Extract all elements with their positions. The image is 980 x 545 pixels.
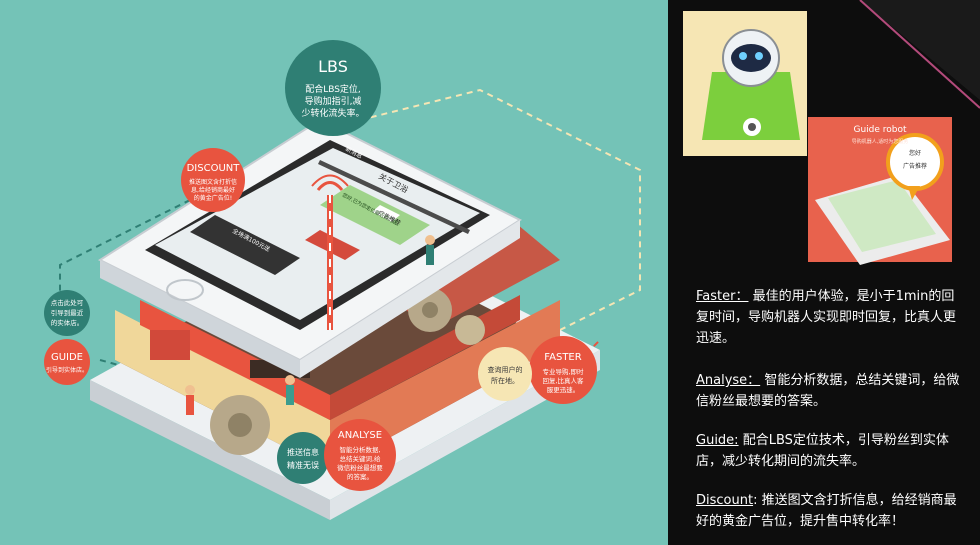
analyse-line-1: 智能分析数据, xyxy=(339,445,380,454)
lbs-line-1: 配合LBS定位, xyxy=(305,83,361,95)
faster-line-3: 服更迅速。 xyxy=(547,386,580,394)
faster-line-2: 回复,比真人客 xyxy=(542,376,584,385)
guide-robot-card: Guide robot 导购机器人,适时为您服务 您好 广告推荐 xyxy=(808,117,952,265)
feature-analyse-text: 智能分析数据，总结关键词，给微信粉丝最想要的答案。 xyxy=(696,373,960,409)
faster-title: FASTER xyxy=(544,352,581,363)
feature-discount-key: Discount xyxy=(696,493,754,508)
lbs-title: LBS xyxy=(318,57,348,76)
analyse-line-4: 的答案。 xyxy=(347,472,373,481)
feature-guide-text: 配合LBS定位技术，引导粉丝到实体店，减少转化期间的流失率。 xyxy=(696,433,949,469)
guide-robot-tag-1: 您好 xyxy=(909,149,921,157)
feature-analyse-key: Analyse： xyxy=(696,373,761,388)
guide-pointer-bubble: 点击此处可 引导到最近 的实体店。 xyxy=(44,290,90,336)
discount-line-1: 推送图文含打折信 xyxy=(189,178,237,186)
lbs-line-2: 导购加指引,减 xyxy=(305,95,362,107)
discount-line-3: 的黄金广告位! xyxy=(194,194,232,202)
people-figures xyxy=(185,235,435,415)
guide-robot-title: Guide robot xyxy=(853,125,907,135)
panel-diagonal-band xyxy=(860,0,980,100)
push-info-bubble: 推送信息 精准无误 xyxy=(277,432,329,484)
lbs-bubble: LBS 配合LBS定位, 导购加指引,减 少转化流失率。 xyxy=(285,40,381,136)
analyse-line-2: 总结关键词,给 xyxy=(339,454,381,463)
guide-pointer-line-3: 的实体店。 xyxy=(51,318,84,327)
feature-faster-key: Faster： xyxy=(696,289,749,304)
robot-card xyxy=(683,11,807,156)
user-location-line-1: 查询用户的 xyxy=(488,365,523,374)
faster-bubble: FASTER 专业导购,即时 回复,比真人客 服更迅速。 xyxy=(529,336,597,404)
faster-line-1: 专业导购,即时 xyxy=(542,367,584,376)
guide-line-1: 引导到实体店。 xyxy=(46,366,88,374)
feature-guide-key: Guide: xyxy=(696,433,739,448)
gear-decorations xyxy=(210,288,485,455)
feature-discount: Discount: 推送图文含打折信息，给经销商最好的黄金广告位，提升售中转化率… xyxy=(696,490,966,532)
analyse-line-3: 微信粉丝最想要 xyxy=(337,463,383,472)
guide-robot-subtitle: 导购机器人,适时为您服务 xyxy=(852,138,909,145)
guide-bubble: GUIDE 引导到实体店。 xyxy=(44,339,90,385)
feature-faster: Faster： 最佳的用户体验，是小于1min的回复时间，导购机器人实现即时回复… xyxy=(696,286,966,349)
signal-antenna xyxy=(311,174,349,330)
discount-line-2: 息,给经销商最好 xyxy=(191,186,235,194)
panel-diagonal-line xyxy=(859,0,980,109)
guide-title: GUIDE xyxy=(51,352,83,363)
feature-analyse: Analyse： 智能分析数据，总结关键词，给微信粉丝最想要的答案。 xyxy=(696,370,966,412)
guide-pointer-line-2: 引导到最近 xyxy=(51,308,84,317)
analyse-title: ANALYSE xyxy=(338,430,382,441)
guide-pointer-line-1: 点击此处可 xyxy=(51,298,84,307)
lbs-line-3: 少转化流失率。 xyxy=(301,107,364,119)
discount-bubble: DISCOUNT 推送图文含打折信 息,给经销商最好 的黄金广告位! xyxy=(181,148,245,212)
push-line-1: 推送信息 xyxy=(287,447,319,457)
analyse-bubble: ANALYSE 智能分析数据, 总结关键词,给 微信粉丝最想要 的答案。 xyxy=(324,419,396,491)
feature-discount-text: : 推送图文含打折信息，给经销商最好的黄金广告位，提升售中转化率！ xyxy=(696,493,957,529)
push-line-2: 精准无误 xyxy=(287,460,319,470)
user-location-line-2: 所在地。 xyxy=(491,376,519,385)
discount-title: DISCOUNT xyxy=(187,163,241,174)
feature-faster-text: 最佳的用户体验，是小于1min的回复时间，导购机器人实现即时回复，比真人更迅速。 xyxy=(696,289,957,346)
user-location-bubble: 查询用户的 所在地。 xyxy=(478,347,532,401)
smartphone xyxy=(97,118,523,378)
guide-robot-tag-2: 广告推荐 xyxy=(903,162,927,170)
feature-guide: Guide: 配合LBS定位技术，引导粉丝到实体店，减少转化期间的流失率。 xyxy=(696,430,966,472)
